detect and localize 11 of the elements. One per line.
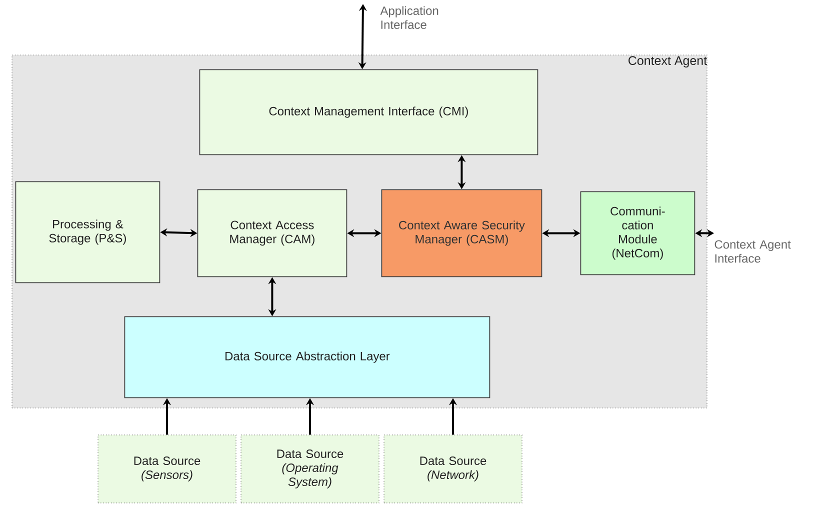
component-box: Context Aware Security Manager (CASM): [381, 189, 542, 278]
interface-label: Context Agent Interface: [714, 240, 791, 263]
component-box: Context Access Manager (CAM): [197, 189, 348, 278]
data-source-box: Data Source (Sensors): [98, 434, 236, 504]
layer-box: Data Source Abstraction Layer: [124, 316, 490, 398]
data-source-box: Data Source (Network): [384, 434, 522, 504]
component-box: Communi-cation Module (NetCom): [580, 191, 696, 276]
component-box: Context Management Interface (CMI): [199, 69, 538, 156]
data-source-box: Data Source (Operating System): [240, 434, 380, 504]
component-box: Processing & Storage (P&S): [15, 181, 160, 284]
interface-label: Application Interface: [380, 6, 438, 29]
